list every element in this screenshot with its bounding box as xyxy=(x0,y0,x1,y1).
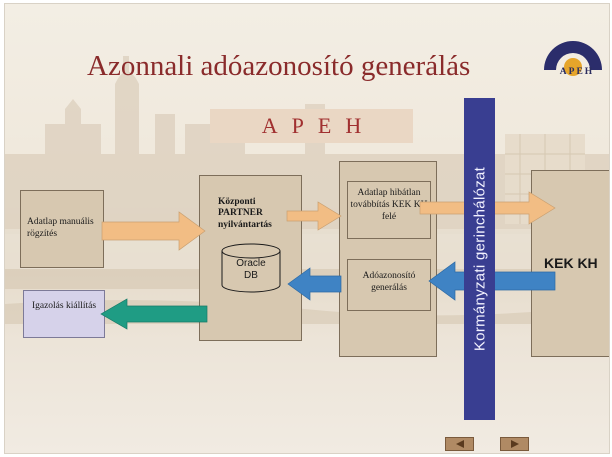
central-partner-registry-box: Központi PARTNER nyilvántartás xyxy=(199,175,302,341)
partner-label-line3: nyilvántartás xyxy=(218,219,272,230)
oracle-label-line1: Oracle xyxy=(236,258,266,269)
kek-kh-box: KEK KH xyxy=(531,170,609,357)
tax-id-generation-box: Adóazonosító generálás xyxy=(347,259,431,311)
partner-registry-label: Központi PARTNER nyilvántartás xyxy=(218,197,272,231)
processing-system-box: Adatlap hibátlan továbbítás KEK KH felé … xyxy=(339,161,437,357)
partner-label-line2: PARTNER xyxy=(218,208,263,219)
apeh-logo xyxy=(544,41,602,76)
manual-entry-box: Adatlap manuális rögzítés xyxy=(20,190,104,268)
government-network-label: Kormányzati gerinchálózat xyxy=(471,166,488,352)
oracle-label-line2: DB xyxy=(244,269,258,281)
triangle-right-icon xyxy=(510,440,519,448)
government-backbone-network-bar: Kormányzati gerinchálózat xyxy=(464,98,495,420)
partner-label-line1: Központi xyxy=(218,197,256,207)
forward-flawless-box: Adatlap hibátlan továbbítás KEK KH felé xyxy=(347,181,431,239)
apeh-banner: APEH xyxy=(210,109,413,143)
oracle-db-label: Oracle DB xyxy=(220,258,282,281)
previous-slide-button[interactable] xyxy=(445,437,474,451)
slide-title: Azonnali adóazonosító generálás xyxy=(87,50,471,82)
slide: Azonnali adóazonosító generálás APEH APE… xyxy=(4,3,610,454)
certificate-issue-box: Igazolás kiállítás xyxy=(23,290,105,338)
database-cylinder-icon xyxy=(221,243,281,293)
apeh-logo-text: APEH xyxy=(559,67,595,77)
next-slide-button[interactable] xyxy=(500,437,529,451)
triangle-left-icon xyxy=(455,440,464,448)
kek-kh-label: KEK KH xyxy=(544,255,598,271)
